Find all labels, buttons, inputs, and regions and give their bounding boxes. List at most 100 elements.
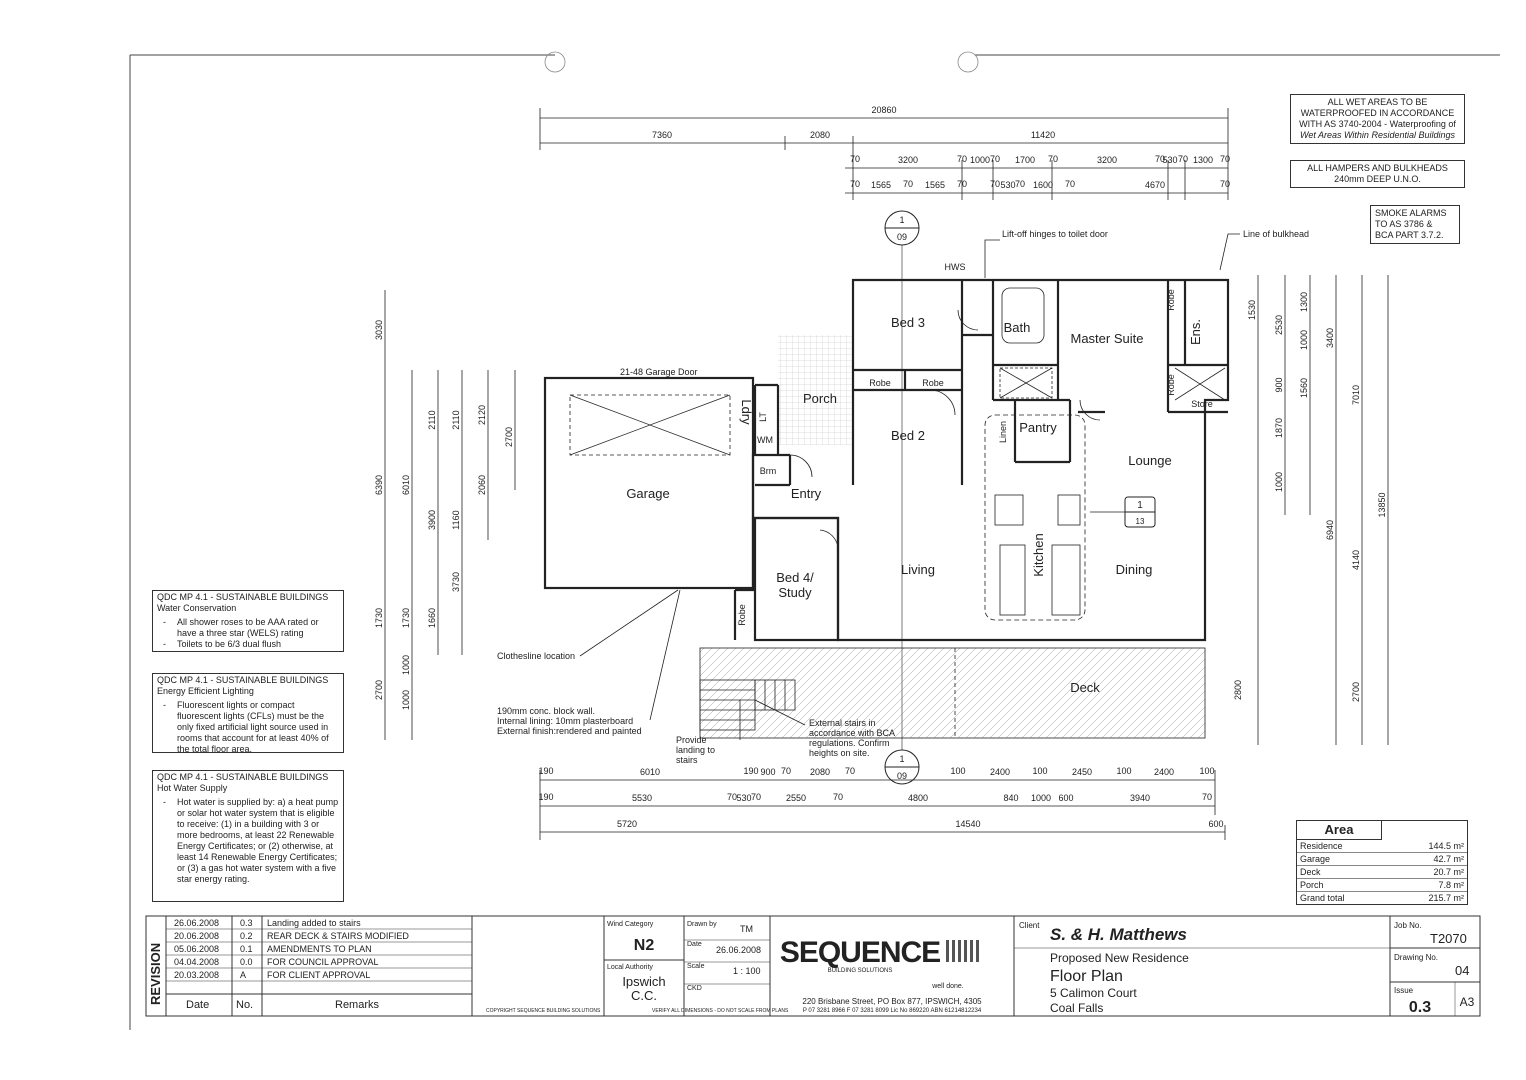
room-labels: Bed 3 Bath Master Suite Ens. Porch Ldry … [626,315,1203,695]
svg-text:900: 900 [760,767,775,777]
svg-text:70: 70 [990,179,1000,189]
svg-text:Robe: Robe [869,378,891,388]
svg-text:70: 70 [990,154,1000,164]
svg-text:Date: Date [687,941,702,948]
svg-text:70: 70 [957,154,967,164]
svg-text:accordance with BCA: accordance with BCA [809,728,895,738]
qdc-lighting-box: QDC MP 4.1 - SUSTAINABLE BUILDINGS Energ… [152,673,344,754]
qdc-hot-water-box: QDC MP 4.1 - SUSTAINABLE BUILDINGS Hot W… [152,770,344,902]
svg-text:Brm: Brm [760,466,777,476]
svg-text:840: 840 [1003,793,1018,803]
section-marker-bottom: 1 09 [884,749,920,785]
svg-text:1565: 1565 [871,180,891,190]
dimensions-top [539,108,1229,200]
svg-text:4670: 4670 [1145,180,1165,190]
room-bath: Bath [1004,320,1031,335]
svg-text:70: 70 [957,179,967,189]
svg-text:Local Authority: Local Authority [607,964,653,971]
qdc-water-box: QDC MP 4.1 - SUSTAINABLE BUILDINGS Water… [152,590,344,652]
note-hampers: ALL HAMPERS AND BULKHEADS 240mm DEEP U.N… [1290,160,1465,188]
svg-text:3900: 3900 [427,510,437,530]
dim-overall: 20860 [871,105,896,115]
svg-text:26.06.2008: 26.06.2008 [174,918,219,928]
svg-text:21-48 Garage Door: 21-48 Garage Door [620,367,698,377]
svg-text:1300: 1300 [1193,155,1213,165]
svg-text:70: 70 [1015,179,1025,189]
svg-text:04: 04 [1455,963,1469,978]
svg-text:landing to: landing to [676,745,715,755]
svg-text:3030: 3030 [374,320,384,340]
svg-text:13850: 13850 [1377,492,1387,517]
svg-text:Store: Store [1191,399,1213,409]
svg-text:1: 1 [899,215,904,225]
svg-text:1730: 1730 [401,608,411,628]
svg-text:2700: 2700 [374,680,384,700]
svg-text:600: 600 [1208,819,1223,829]
svg-text:CKD: CKD [687,985,702,992]
svg-text:6940: 6940 [1325,520,1335,540]
svg-text:External finish:rendered and p: External finish:rendered and painted [497,726,642,736]
svg-text:A: A [240,970,246,980]
svg-text:1700: 1700 [1015,155,1035,165]
svg-text:A3: A3 [1460,995,1475,1009]
svg-text:70: 70 [727,792,737,802]
svg-text:C.C.: C.C. [631,988,657,1003]
porch-paving [778,335,853,445]
svg-text:BUILDING SOLUTIONS: BUILDING SOLUTIONS [828,968,893,974]
svg-text:Ipswich: Ipswich [622,974,665,989]
svg-text:P 07 3281 8966 F 07 3281 8099: P 07 3281 8966 F 07 3281 8099 Lic No 869… [803,1008,982,1014]
svg-text:well done.: well done. [931,983,964,990]
room-ens: Ens. [1188,319,1203,345]
svg-text:2060: 2060 [477,475,487,495]
drawing-title: Floor Plan [1050,968,1123,985]
svg-text:190: 190 [743,766,758,776]
svg-text:5530: 5530 [632,793,652,803]
svg-text:1: 1 [1137,500,1143,511]
dimensions-bottom [539,770,1226,840]
svg-text:1560: 1560 [1299,378,1309,398]
svg-text:0.0: 0.0 [240,957,253,967]
svg-text:1870: 1870 [1274,418,1284,438]
svg-text:3400: 3400 [1325,328,1335,348]
svg-text:2120: 2120 [477,405,487,425]
svg-text:Provide: Provide [676,735,707,745]
svg-text:6010: 6010 [401,475,411,495]
svg-text:Drawing No.: Drawing No. [1394,953,1438,962]
svg-text:2800: 2800 [1233,680,1243,700]
svg-text:0.2: 0.2 [240,931,253,941]
svg-text:Wind Category: Wind Category [607,921,654,928]
svg-text:7010: 7010 [1351,385,1361,405]
svg-text:REAR DECK & STAIRS MODIFIED: REAR DECK & STAIRS MODIFIED [267,931,409,941]
title-block-text: REVISION 26.06.2008 0.3 Landing added to… [148,918,1475,1016]
svg-text:0.3: 0.3 [1409,999,1431,1016]
svg-text:0.1: 0.1 [240,944,253,954]
svg-text:1300: 1300 [1299,292,1309,312]
room-kitchen: Kitchen [1031,533,1046,576]
svg-text:3730: 3730 [451,572,461,592]
svg-text:2110: 2110 [451,410,461,429]
svg-text:2550: 2550 [786,793,806,803]
section-marker-top: 1 09 [884,210,920,246]
svg-text:4140: 4140 [1351,550,1361,570]
svg-text:2530: 2530 [1274,315,1284,335]
svg-text:1: 1 [899,754,904,764]
client-name: S. & H. Matthews [1050,925,1187,944]
svg-text:5720: 5720 [617,819,637,829]
svg-text:2450: 2450 [1072,767,1092,777]
svg-text:1000: 1000 [401,690,411,710]
logo-bars-icon [946,940,979,962]
svg-text:05.06.2008: 05.06.2008 [174,944,219,954]
room-bed2: Bed 2 [891,428,925,443]
dim-top-text: 20860 7360 2080 11420 70 3200 70 1000 70… [652,105,1230,190]
dimensions-left [384,290,516,740]
sheet-border [129,54,1500,1030]
room-ldry: Ldry [739,399,754,425]
svg-text:0.3: 0.3 [240,918,253,928]
svg-text:1565: 1565 [925,180,945,190]
svg-text:Coal Falls: Coal Falls [1050,1001,1103,1015]
svg-text:2400: 2400 [990,767,1010,777]
svg-text:Robe: Robe [737,604,747,626]
svg-text:11420: 11420 [1031,130,1055,140]
svg-text:regulations. Confirm: regulations. Confirm [809,738,890,748]
